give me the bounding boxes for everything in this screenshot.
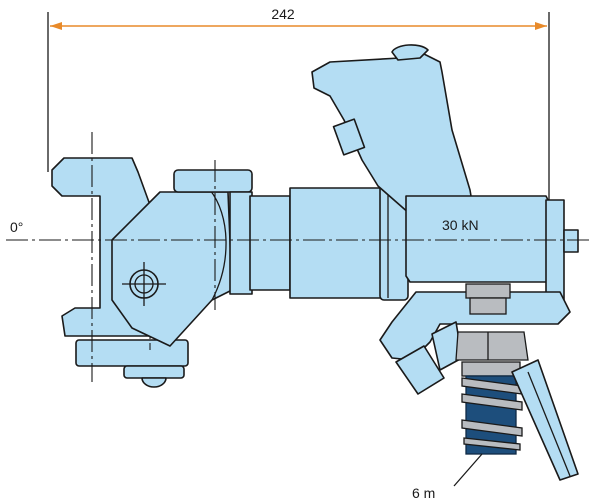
- top-nut: [465, 283, 511, 299]
- dimension-arrow-left: [50, 22, 62, 30]
- upper-washer: [469, 297, 507, 315]
- dimension-arrow-right: [535, 22, 547, 30]
- cable-leader: [453, 453, 483, 487]
- cable-spring: 6 m: [412, 359, 579, 501]
- end-plate: [545, 199, 565, 307]
- spring-coil-2: [461, 393, 523, 411]
- housing-body: [405, 195, 551, 283]
- lower-bracket: [379, 291, 571, 361]
- angle-label: 0°: [10, 219, 23, 235]
- cylinder-main: [289, 187, 383, 299]
- hex-nut: [455, 331, 529, 361]
- end-nut: [563, 229, 579, 253]
- length-label: 242: [271, 6, 295, 22]
- bracket-clamp: [395, 345, 445, 395]
- swivel-top-cap: [173, 169, 253, 193]
- spring-seat: [461, 361, 521, 377]
- cable-guide: [511, 359, 579, 481]
- cylinder-body: [229, 183, 409, 301]
- cylinder-neck: [249, 195, 291, 291]
- cable-guide-line: [527, 371, 571, 477]
- length-dimension: 242: [47, 6, 550, 208]
- lever-latch: [332, 118, 366, 156]
- force-label: 30 kN: [442, 217, 479, 233]
- spring-coil-3: [461, 419, 523, 437]
- jaw-bolt-head: [141, 377, 167, 388]
- cylinder-collar: [229, 191, 253, 295]
- lever-knob: [391, 44, 429, 61]
- main-axis: 0°: [6, 219, 590, 241]
- cable-length-label: 6 m: [412, 485, 435, 501]
- jaw-foot: [123, 365, 185, 379]
- spring-coil-4: [463, 437, 521, 451]
- swivel-block: [111, 160, 253, 347]
